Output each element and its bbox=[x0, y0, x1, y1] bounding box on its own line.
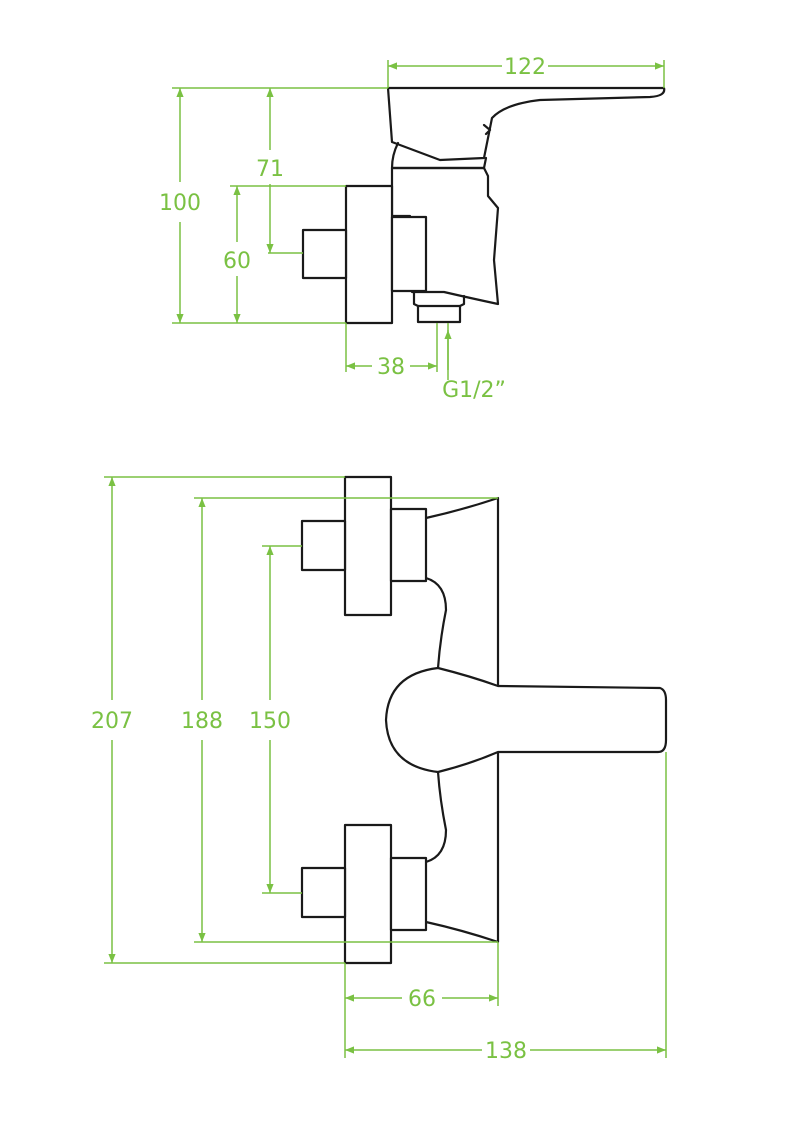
side-view: 122 100 71 60 38 G1/2” bbox=[159, 55, 666, 403]
dim-label-71: 71 bbox=[256, 157, 284, 182]
front-lower-waist bbox=[424, 770, 448, 864]
dim-label-207: 207 bbox=[91, 709, 133, 734]
side-wall-flange bbox=[344, 184, 394, 325]
front-upper-waist bbox=[424, 576, 448, 670]
dim-label-38: 38 bbox=[377, 355, 405, 380]
front-lower-connector bbox=[389, 856, 428, 932]
side-eccentric-connector bbox=[390, 215, 428, 293]
front-handle-lever bbox=[384, 666, 668, 774]
front-upper-inlet-pipe bbox=[300, 519, 347, 572]
dim-label-138: 138 bbox=[485, 1039, 527, 1064]
front-lower-inlet-pipe bbox=[300, 866, 347, 919]
dim-label-100: 100 bbox=[159, 191, 201, 216]
dim-label-150: 150 bbox=[249, 709, 291, 734]
side-outlet-nut bbox=[412, 290, 466, 324]
side-handle-lever bbox=[386, 86, 666, 162]
front-view: 207 188 150 66 138 bbox=[91, 475, 668, 1064]
dim-label-thread: G1/2” bbox=[442, 378, 506, 403]
side-handle-notch bbox=[482, 123, 492, 136]
dim-label-60: 60 bbox=[223, 249, 251, 274]
side-inlet-pipe bbox=[301, 228, 348, 280]
dim-label-122: 122 bbox=[504, 55, 546, 80]
front-upper-connector bbox=[389, 507, 428, 583]
dim-label-66: 66 bbox=[408, 987, 436, 1012]
dim-label-188: 188 bbox=[181, 709, 223, 734]
